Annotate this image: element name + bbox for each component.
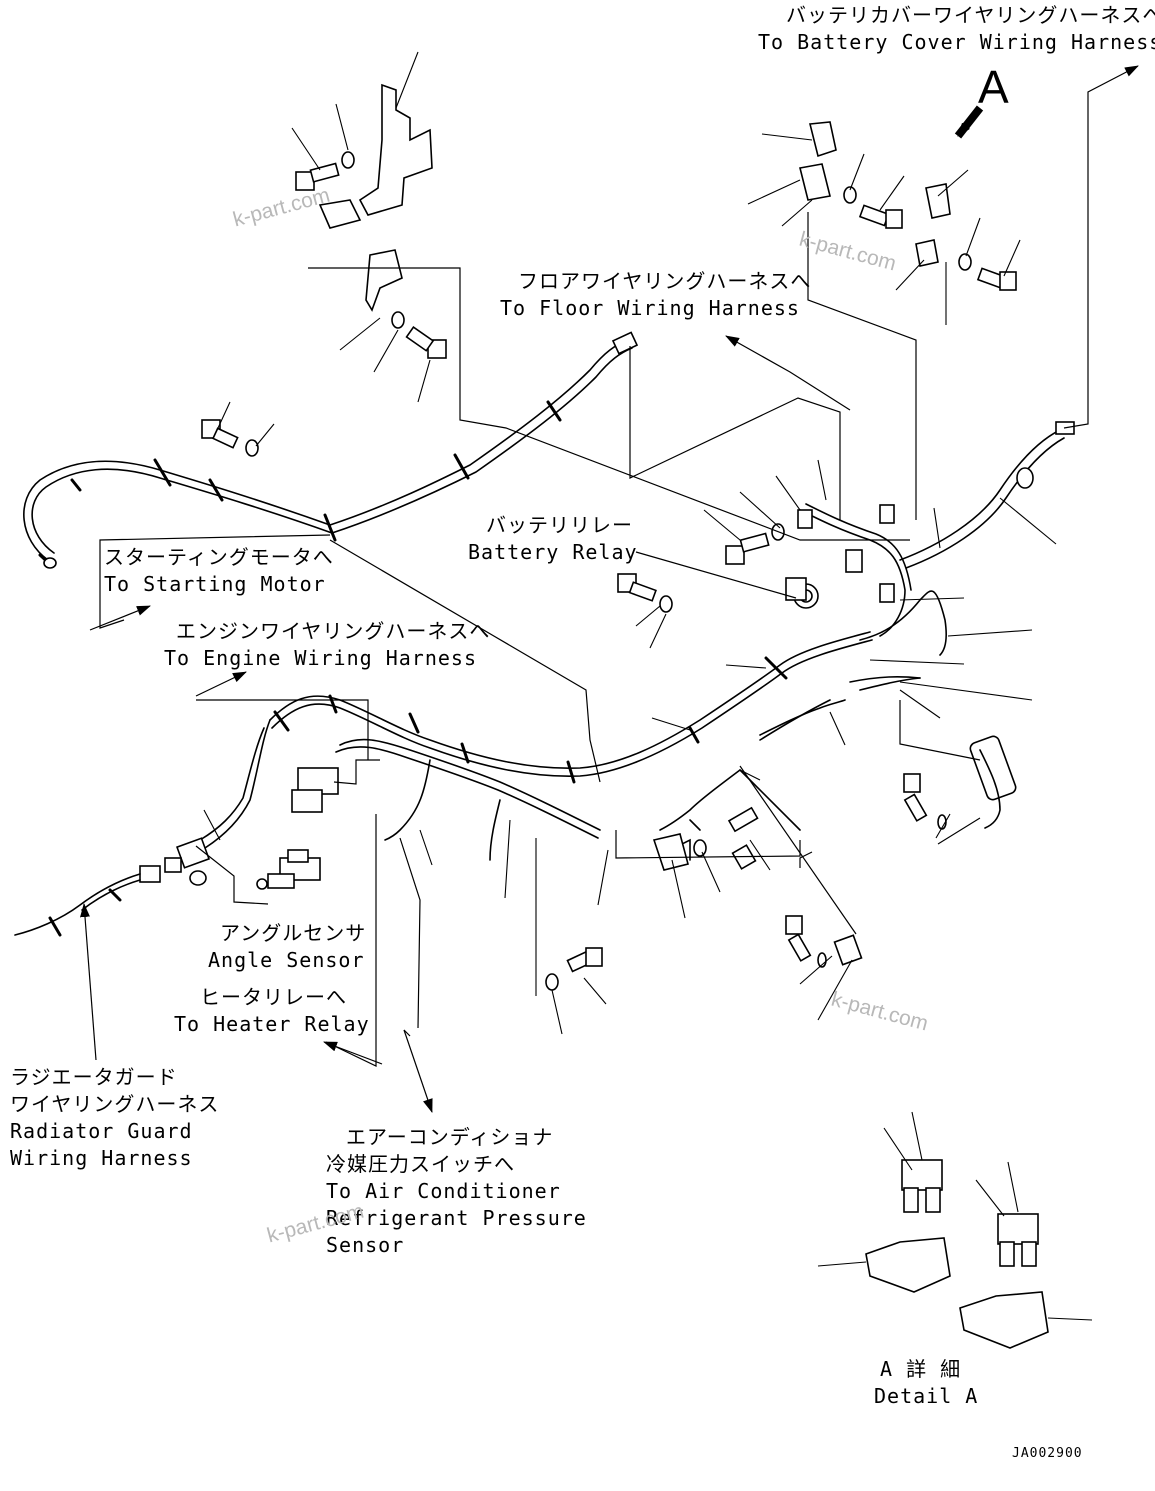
label-angle-sensor: アングルセンサ Angle Sensor (208, 920, 367, 974)
label-en: Angle Sensor (208, 948, 365, 972)
label-jp-2: 冷媒圧力スイッチへ (326, 1152, 515, 1176)
label-en: To Heater Relay (174, 1012, 370, 1036)
label-en: To Floor Wiring Harness (500, 296, 800, 320)
label-en-2: Refrigerant Pressure (326, 1206, 587, 1230)
brackets (318, 83, 951, 871)
detail-a-drawing (865, 1159, 1049, 1349)
label-en: To Starting Motor (104, 572, 326, 596)
label-en-3: Sensor (326, 1233, 405, 1257)
label-jp-2: ワイヤリングハーネス (10, 1092, 220, 1116)
label-en: To Battery Cover Wiring Harness (758, 30, 1155, 54)
label-battery-cover-harness: バッテリカバーワイヤリングハーネスへ To Battery Cover Wiri… (758, 2, 1155, 56)
label-jp: バッテリカバーワイヤリングハーネスへ (786, 3, 1155, 27)
view-marker-a: A (978, 61, 1009, 113)
label-jp: A 詳 細 (880, 1357, 962, 1381)
label-detail-a: A 詳 細 Detail A (874, 1356, 978, 1410)
label-heater-relay: ヒータリレーへ To Heater Relay (174, 984, 370, 1038)
label-jp-1: エアーコンディショナ (346, 1125, 554, 1149)
label-en: Detail A (874, 1384, 979, 1408)
drawing-code: JA002900 (1012, 1446, 1083, 1461)
label-jp-1: ラジエータガード (10, 1065, 178, 1089)
label-jp: ヒータリレーへ (200, 985, 347, 1009)
callout-lines (80, 65, 1139, 1113)
main-harness (14, 331, 1075, 937)
label-jp: スターティングモータへ (104, 545, 334, 569)
label-en-2: Wiring Harness (10, 1146, 193, 1170)
label-air-conditioner-sensor: エアーコンディショナ 冷媒圧力スイッチへ To Air Conditioner … (326, 1124, 587, 1259)
leader-lines (203, 51, 1093, 1321)
label-radiator-guard-harness: ラジエータガード ワイヤリングハーネス Radiator Guard Wirin… (10, 1064, 219, 1172)
label-battery-relay: バッテリリレー Battery Relay (468, 512, 638, 566)
label-en: Battery Relay (468, 540, 638, 564)
label-jp: アングルセンサ (220, 921, 367, 945)
label-jp: エンジンワイヤリングハーネスへ (176, 619, 491, 643)
fasteners (201, 151, 1017, 991)
label-en-1: Radiator Guard (10, 1119, 193, 1143)
label-en: To Engine Wiring Harness (164, 646, 477, 670)
label-jp: バッテリリレー (486, 513, 633, 537)
label-jp: フロアワイヤリングハーネスへ (518, 269, 812, 293)
label-en-1: To Air Conditioner (326, 1179, 561, 1203)
label-starting-motor: スターティングモータへ To Starting Motor (104, 544, 334, 598)
label-floor-wiring-harness: フロアワイヤリングハーネスへ To Floor Wiring Harness (500, 268, 812, 322)
label-engine-wiring-harness: エンジンワイヤリングハーネスへ To Engine Wiring Harness (164, 618, 491, 672)
